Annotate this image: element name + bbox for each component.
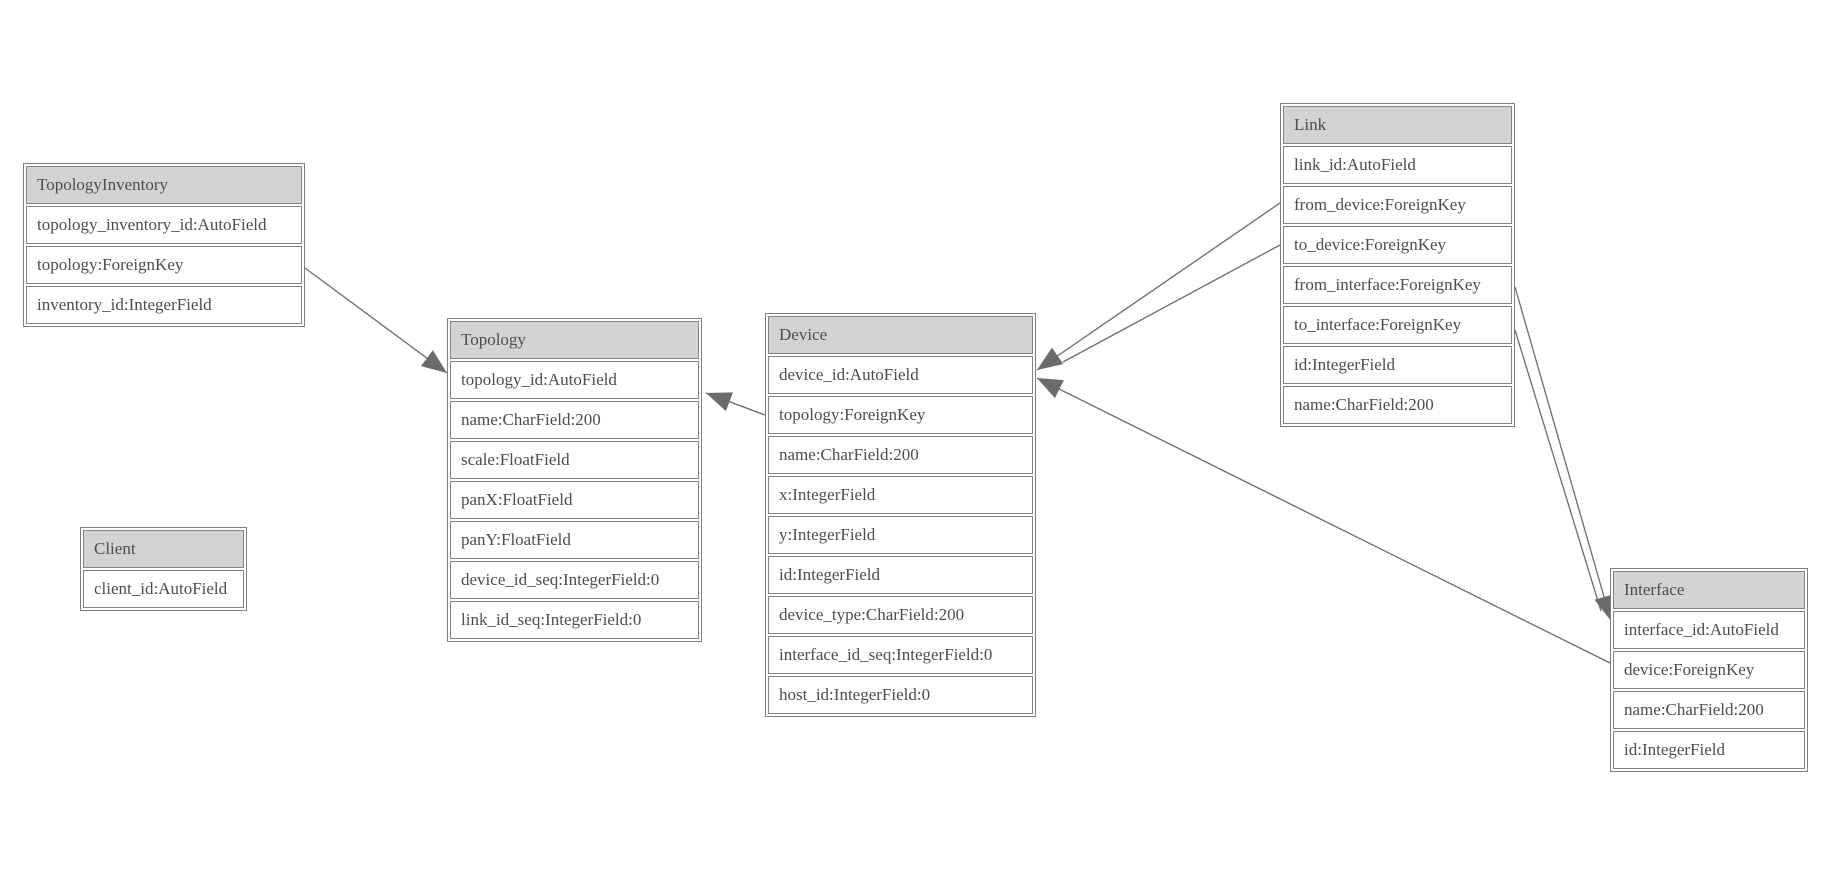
edge-link-frominterface — [1514, 286, 1614, 622]
field-row: from_device:ForeignKey — [1283, 186, 1512, 224]
field-row: panX:FloatField — [450, 481, 699, 519]
field-row: client_id:AutoField — [83, 570, 244, 608]
entity-interface-title: Interface — [1613, 571, 1805, 609]
entity-client: Client client_id:AutoField — [80, 527, 247, 611]
field-row: device_type:CharField:200 — [768, 596, 1033, 634]
field-row: name:CharField:200 — [450, 401, 699, 439]
field-row: name:CharField:200 — [768, 436, 1033, 474]
entity-interface: Interface interface_id:AutoField device:… — [1610, 568, 1808, 772]
field-row: id:IntegerField — [768, 556, 1033, 594]
field-row: to_device:ForeignKey — [1283, 226, 1512, 264]
edge-link-fromdevice — [1036, 202, 1281, 371]
field-row: interface_id:AutoField — [1613, 611, 1805, 649]
entity-topologyinventory-title: TopologyInventory — [26, 166, 302, 204]
field-row: to_interface:ForeignKey — [1283, 306, 1512, 344]
field-row: name:CharField:200 — [1283, 386, 1512, 424]
entity-topology: Topology topology_id:AutoField name:Char… — [447, 318, 702, 642]
field-row: topology_id:AutoField — [450, 361, 699, 399]
edge-topologyinventory-topology — [304, 267, 448, 374]
field-row: x:IntegerField — [768, 476, 1033, 514]
field-row: name:CharField:200 — [1613, 691, 1805, 729]
field-row: device_id_seq:IntegerField:0 — [450, 561, 699, 599]
field-row: from_interface:ForeignKey — [1283, 266, 1512, 304]
field-row: scale:FloatField — [450, 441, 699, 479]
entity-device: Device device_id:AutoField topology:Fore… — [765, 313, 1036, 717]
edge-link-todevice — [1062, 244, 1281, 363]
field-row: link_id_seq:IntegerField:0 — [450, 601, 699, 639]
field-row: link_id:AutoField — [1283, 146, 1512, 184]
field-row: panY:FloatField — [450, 521, 699, 559]
entity-link-title: Link — [1283, 106, 1512, 144]
entity-topology-title: Topology — [450, 321, 699, 359]
field-row: host_id:IntegerField:0 — [768, 676, 1033, 714]
entity-device-title: Device — [768, 316, 1033, 354]
field-row: inventory_id:IntegerField — [26, 286, 302, 324]
edge-interface-device — [1036, 377, 1611, 664]
entity-link: Link link_id:AutoField from_device:Forei… — [1280, 103, 1515, 427]
field-row: topology:ForeignKey — [26, 246, 302, 284]
field-row: topology_inventory_id:AutoField — [26, 206, 302, 244]
field-row: topology:ForeignKey — [768, 396, 1033, 434]
field-row: y:IntegerField — [768, 516, 1033, 554]
field-row: interface_id_seq:IntegerField:0 — [768, 636, 1033, 674]
field-row: device:ForeignKey — [1613, 651, 1805, 689]
edge-link-tointerface — [1514, 329, 1602, 612]
field-row: id:IntegerField — [1283, 346, 1512, 384]
entity-client-title: Client — [83, 530, 244, 568]
edge-device-topology — [705, 392, 766, 416]
field-row: id:IntegerField — [1613, 731, 1805, 769]
field-row: device_id:AutoField — [768, 356, 1033, 394]
entity-topologyinventory: TopologyInventory topology_inventory_id:… — [23, 163, 305, 327]
